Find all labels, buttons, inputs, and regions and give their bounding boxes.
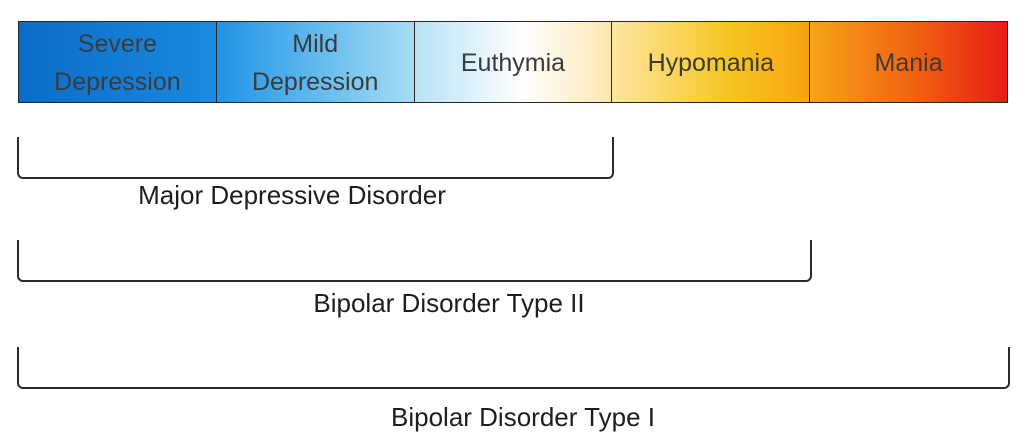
bracket-bipolar-type-2 [17,240,812,282]
band-hypomania: Hypomania [612,22,811,102]
band-label: Mild Depression [251,30,379,96]
band-euthymia: Euthymia [414,22,613,102]
band-label: Euthymia [460,49,566,77]
label-major-depressive-disorder: Major Depressive Disorder [138,180,446,210]
band-severe-depression: Severe Depression [19,22,217,102]
label-bipolar-type-2: Bipolar Disorder Type II [313,288,585,318]
band-label: Mania [874,49,943,77]
bracket-major-depressive-disorder [17,137,614,179]
band-mania: Mania [810,22,1007,102]
mood-spectrum-bar: Severe Depression Mild Depression Euthym… [18,21,1008,103]
label-bipolar-type-1: Bipolar Disorder Type I [391,402,655,432]
band-label: Hypomania [647,49,775,77]
band-mild-depression: Mild Depression [216,22,415,102]
band-label: Severe Depression [54,30,181,96]
bracket-bipolar-type-1 [17,347,1010,389]
